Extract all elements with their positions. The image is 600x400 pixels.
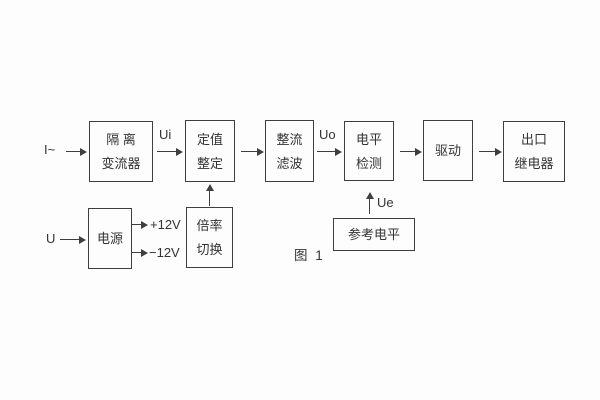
ui-signal-label: Ui bbox=[159, 127, 172, 142]
arrow-input-current bbox=[66, 147, 87, 156]
arrow-drive-to-relay bbox=[479, 147, 502, 156]
block-drive-line1: 驱动 bbox=[434, 143, 461, 158]
block-setting-adjust-line1: 定值 bbox=[196, 131, 223, 147]
block-ratio-switch: 倍率 切换 bbox=[186, 207, 233, 268]
block-rectify-filter-line1: 整流 bbox=[276, 131, 303, 147]
block-rectify-filter-line2: 滤波 bbox=[276, 155, 303, 171]
block-isolation-transformer: 隔 离 变流器 bbox=[89, 121, 153, 182]
arrow-uo bbox=[317, 147, 342, 156]
block-setting-adjust-line2: 整定 bbox=[196, 155, 223, 171]
block-reference-level-line1: 参考电平 bbox=[347, 227, 400, 242]
block-setting-adjust: 定值 整定 bbox=[185, 120, 235, 182]
arrow-input-voltage bbox=[60, 235, 86, 244]
arrow-ratio-to-setting bbox=[205, 184, 214, 206]
input-current-label: I~ bbox=[44, 142, 56, 157]
block-level-detect-line1: 电平 bbox=[355, 131, 382, 147]
block-power-supply-line1: 电源 bbox=[96, 231, 123, 246]
block-isolation-transformer-line1: 隔 离 bbox=[106, 132, 136, 147]
block-isolation-transformer-line2: 变流器 bbox=[101, 156, 141, 171]
arrow-ue bbox=[365, 192, 374, 214]
arrow-minus-12v bbox=[132, 248, 148, 257]
block-output-relay-line1: 出口 bbox=[520, 132, 547, 147]
figure-caption: 图 1 bbox=[294, 248, 325, 263]
block-drive: 驱动 bbox=[423, 120, 473, 181]
block-power-supply: 电源 bbox=[88, 208, 132, 269]
plus-12v-label: +12V bbox=[150, 217, 181, 232]
ue-signal-label: Ue bbox=[377, 195, 394, 210]
block-ratio-switch-line1: 倍率 bbox=[196, 218, 223, 233]
input-voltage-label: U bbox=[46, 231, 56, 246]
block-reference-level: 参考电平 bbox=[333, 218, 415, 251]
block-ratio-switch-line2: 切换 bbox=[196, 242, 223, 257]
arrow-plus-12v bbox=[132, 220, 148, 229]
arrow-level-to-drive bbox=[400, 147, 422, 156]
block-rectify-filter: 整流 滤波 bbox=[265, 120, 314, 182]
block-output-relay-line2: 继电器 bbox=[514, 156, 554, 171]
block-level-detect-line2: 检测 bbox=[355, 155, 382, 171]
uo-signal-label: Uo bbox=[319, 127, 336, 142]
arrow-setting-to-rectify bbox=[241, 147, 264, 156]
block-level-detect: 电平 检测 bbox=[344, 121, 394, 181]
block-output-relay: 出口 继电器 bbox=[503, 121, 565, 182]
arrow-ui bbox=[157, 147, 183, 156]
minus-12v-label: −12V bbox=[149, 245, 180, 260]
